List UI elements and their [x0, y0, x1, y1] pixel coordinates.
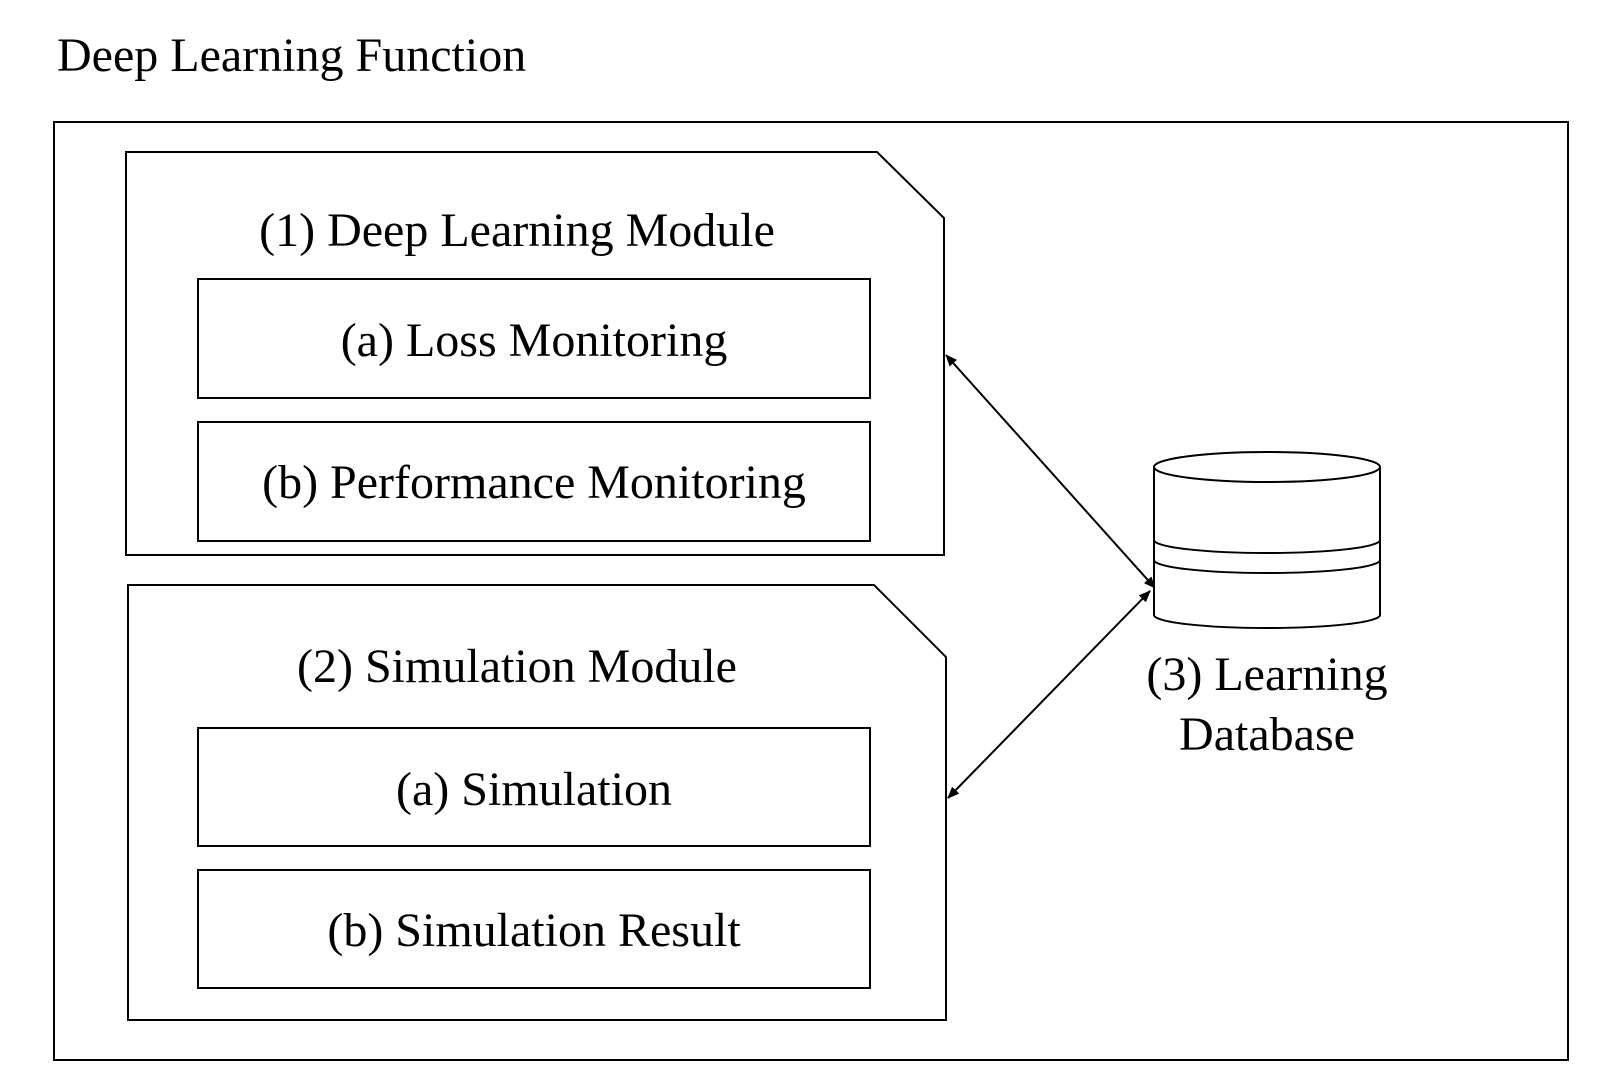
simulation-result-box[interactable]: (b) Simulation Result	[197, 869, 871, 989]
arrow-deep-learning-to-database	[945, 354, 1156, 589]
item-label: (b) Simulation Result	[327, 904, 741, 957]
simulation-box[interactable]: (a) Simulation	[197, 727, 871, 847]
item-label: (a) Simulation	[396, 763, 672, 816]
outer-frame	[53, 121, 1569, 1061]
learning-database[interactable]: (3) Learning Database	[1146, 451, 1388, 761]
loss-monitoring-box[interactable]: (a) Loss Monitoring	[197, 278, 871, 399]
item-label: (a) Loss Monitoring	[341, 314, 728, 367]
arrow-simulation-to-database	[947, 590, 1151, 799]
database-label-line1: (3) Learning	[1146, 648, 1387, 701]
performance-monitoring-box[interactable]: (b) Performance Monitoring	[197, 421, 871, 542]
database-icon	[1153, 451, 1381, 629]
diagram-title: Deep Learning Function	[57, 29, 526, 82]
database-label-line2: Database	[1179, 708, 1355, 761]
simulation-module[interactable]: (2) Simulation Module (a) Simulation (b)…	[127, 584, 947, 1021]
module-title: (2) Simulation Module	[297, 640, 737, 693]
item-label: (b) Performance Monitoring	[262, 456, 806, 509]
module-title: (1) Deep Learning Module	[259, 204, 775, 257]
deep-learning-module[interactable]: (1) Deep Learning Module (a) Loss Monito…	[125, 151, 945, 556]
